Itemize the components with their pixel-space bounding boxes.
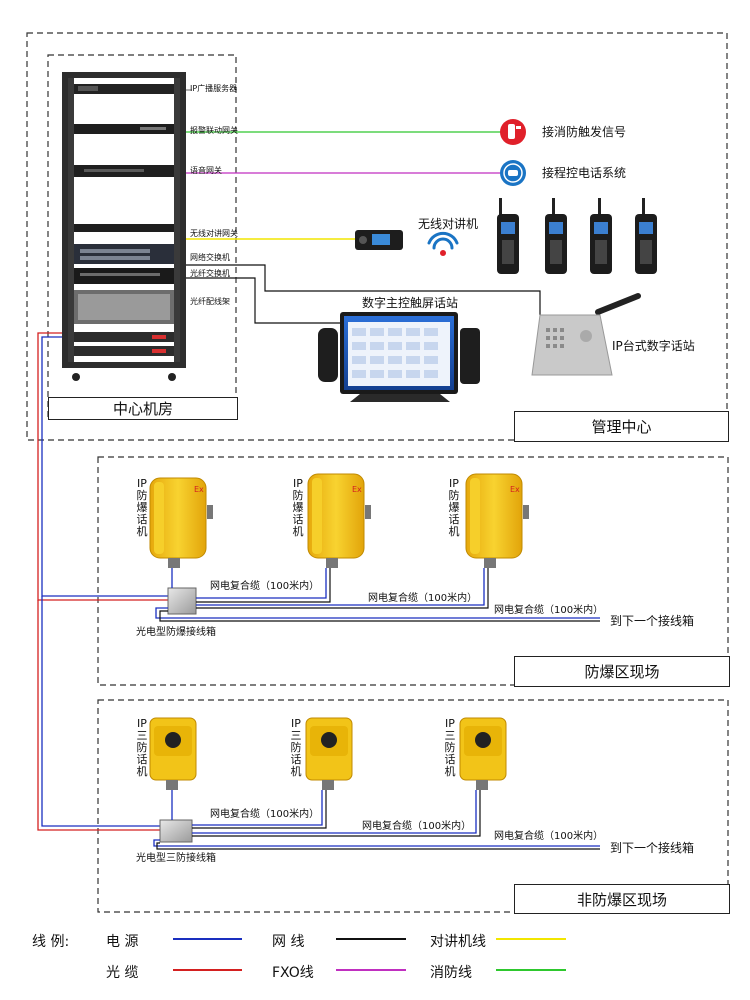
- ex-phone-label: IP防爆话机: [136, 477, 148, 538]
- ex-mark-1: Ex: [194, 485, 204, 494]
- ex-mark-3: Ex: [510, 485, 520, 494]
- handheld-radio-2: [545, 198, 567, 274]
- ex-phone-label: IP防爆话机: [292, 477, 304, 538]
- radio-label: 无线对讲机: [418, 217, 479, 231]
- rack-device-label: 报警联动网关: [190, 126, 238, 135]
- legend-power-label: 电 源: [106, 934, 139, 950]
- ex-cable-2-power: [196, 568, 327, 599]
- rack-device-label: 无线对讲网关: [190, 229, 238, 238]
- ex-phone-1: [149, 477, 213, 568]
- nonex-cable-2-net: [192, 790, 327, 829]
- legend-fire-label: 消防线: [430, 965, 472, 981]
- network-line-console: [186, 277, 340, 324]
- radio-base-station: [355, 230, 403, 250]
- nonex-cable-3-net: [192, 790, 481, 837]
- rack-device-label: 光纤配线架: [190, 297, 230, 306]
- ex-cable-2-net: [196, 568, 331, 603]
- nonex-zone-label: 非防爆区现场: [514, 884, 730, 914]
- ex-next-net: [159, 610, 600, 622]
- ex-junction-box: [167, 587, 197, 615]
- legend-fiber-label: 光 缆: [106, 965, 139, 981]
- nonex-phone-label: IP三防话机: [136, 717, 148, 778]
- rack-device-label: 光纤交换机: [190, 269, 230, 278]
- nonex-junction-label: 光电型三防接线箱: [136, 853, 216, 864]
- rack-device-label: IP广播服务器: [190, 84, 238, 93]
- management-zone-border: [26, 32, 728, 441]
- legend-network-label: 网 线: [272, 934, 305, 950]
- console-label: 数字主控触屏话站: [362, 296, 459, 310]
- handheld-radio-3: [590, 198, 612, 274]
- fire-alarm-icon: [500, 119, 526, 145]
- nonex-cable-label: 网电复合缆（100米内）: [362, 821, 472, 832]
- legend-title: 线 例:: [32, 934, 70, 950]
- rack-device-label: 语音网关: [190, 166, 222, 175]
- phone-system-icon: [500, 160, 526, 186]
- nonex-next-label: 到下一个接线箱: [610, 841, 695, 855]
- nonex-cable-label: 网电复合缆（100米内）: [210, 809, 320, 820]
- ex-mark-2: Ex: [352, 485, 362, 494]
- ip-desk-station: [531, 293, 641, 376]
- nonex-phone-3: [459, 717, 507, 790]
- nonex-phone-label: IP三防话机: [290, 717, 302, 778]
- management-zone-label: 管理中心: [514, 411, 729, 442]
- power-trunk-2: [41, 596, 160, 827]
- legend-intercom-label: 对讲机线: [430, 934, 486, 950]
- nonex-cable-3-power: [192, 790, 477, 834]
- nonex-cable-label: 网电复合缆（100米内）: [494, 831, 604, 842]
- nonex-phone-label: IP三防话机: [444, 717, 456, 778]
- nonex-cable-2-power: [192, 790, 323, 826]
- pbx-label: 接程控电话系统: [542, 166, 627, 180]
- touch-console-station: [318, 312, 480, 402]
- ex-phone-3: [465, 473, 529, 568]
- ex-phone-label: IP防爆话机: [448, 477, 460, 538]
- ex-next-label: 到下一个接线箱: [610, 614, 695, 628]
- nonex-phone-2: [305, 717, 353, 790]
- nonex-zone-border: [97, 699, 729, 913]
- ex-cable-3-power: [196, 568, 485, 606]
- fire-signal-label: 接消防触发信号: [542, 125, 627, 139]
- server-rack: [62, 72, 186, 381]
- ex-cable-label: 网电复合缆（100米内）: [368, 593, 478, 604]
- nonex-next-power: [153, 839, 600, 847]
- handheld-radio-4: [635, 198, 657, 274]
- ex-cable-label: 网电复合缆（100米内）: [494, 605, 604, 616]
- nonex-next-net: [156, 842, 600, 850]
- ex-next-power: [155, 607, 600, 619]
- rack-device-label: 网络交换机: [190, 253, 230, 262]
- network-line-desk: [186, 264, 541, 315]
- fiber-trunk-2: [37, 600, 160, 831]
- legend-fxo-label: FXO线: [272, 965, 314, 981]
- handheld-radio-1: [497, 198, 519, 274]
- ex-zone-border: [97, 456, 729, 686]
- ex-junction-label: 光电型防爆接线箱: [136, 627, 216, 638]
- server-room-label: 中心机房: [48, 397, 238, 420]
- wireless-signal-icon: [427, 231, 459, 256]
- fiber-trunk: [37, 332, 168, 601]
- ex-zone-label: 防爆区现场: [514, 656, 730, 687]
- ex-cable-label: 网电复合缆（100米内）: [210, 581, 320, 592]
- desk-station-label: IP台式数字话站: [612, 339, 695, 353]
- power-trunk: [41, 336, 168, 597]
- ex-cable-3-net: [196, 568, 489, 609]
- nonex-junction-box: [159, 819, 193, 843]
- ex-phone-2: [307, 473, 371, 568]
- nonex-phone-1: [149, 717, 197, 790]
